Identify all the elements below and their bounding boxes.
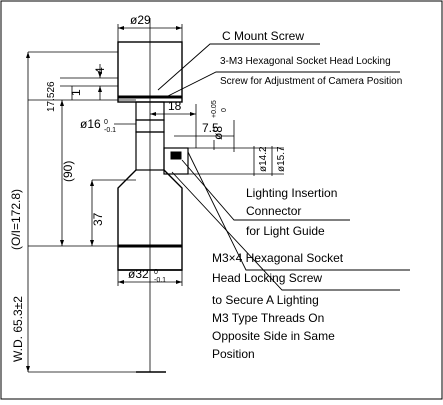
dimension-lines [27,24,284,373]
dim-d17526: 17.526 [46,81,57,112]
callout-m3-locking-line2: Screw for Adjustment of Camera Position [220,76,402,87]
dim-d32-tol-up: 0 [154,269,158,276]
dim-d15-7: ø15.7 [276,146,287,172]
dim-d32: ø32 [128,267,149,281]
arrow-heads [26,26,196,372]
callout-secure-line3: Opposite Side in Same [212,329,335,343]
callout-lighting-line3: for Light Guide [246,224,325,238]
dim-d37: 37 [91,212,105,226]
dim-d29: ø29 [130,13,151,27]
callout-lighting-line1: Lighting Insertion [246,186,337,200]
dim-d4: 4 [93,67,107,74]
callout-lighting-line2: Connector [246,204,301,218]
dim-d32-tol-lo: -0.1 [154,277,166,284]
dimension-labels: ø29 4 1 17.526 18 7.5 ø8 +0.05 0 ø16 0 -… [9,13,287,362]
dim-d7-5: 7.5 [202,121,219,135]
callout-m3x4-line1: M3×4 Hexagonal Socket [212,251,344,265]
dim-wd: W.D. 65.3±2 [11,296,25,362]
callout-m3x4-line2: Head Locking Screw [212,271,322,285]
dim-ol: (O/I=172.8) [9,189,23,250]
dim-d16-tol-up: 0 [104,119,108,126]
dim-d14-2: ø14.2 [258,146,269,172]
dim-d16-tol-lo: -0.1 [104,127,116,134]
dim-d8-tol-up: +0.05 [211,100,218,118]
dim-d8-tol-lo: 0 [221,108,228,112]
dim-d8: ø8 [211,126,225,140]
callout-leaders [157,43,410,291]
dim-d18: 18 [168,99,182,113]
callout-labels: C Mount Screw 3-M3 Hexagonal Socket Head… [212,29,402,361]
dim-d90: (90) [61,161,75,182]
lens-body [117,41,189,271]
callout-secure-line4: Position [212,347,255,361]
callout-secure-line1: to Secure A Lighting [212,293,319,307]
callout-m3-locking-line1: 3-M3 Hexagonal Socket Head Locking [220,56,391,67]
dim-d1: 1 [69,89,83,96]
callout-c-mount: C Mount Screw [222,29,304,43]
callout-secure-line2: M3 Type Threads On [212,311,324,325]
dim-d16: ø16 [80,117,101,131]
